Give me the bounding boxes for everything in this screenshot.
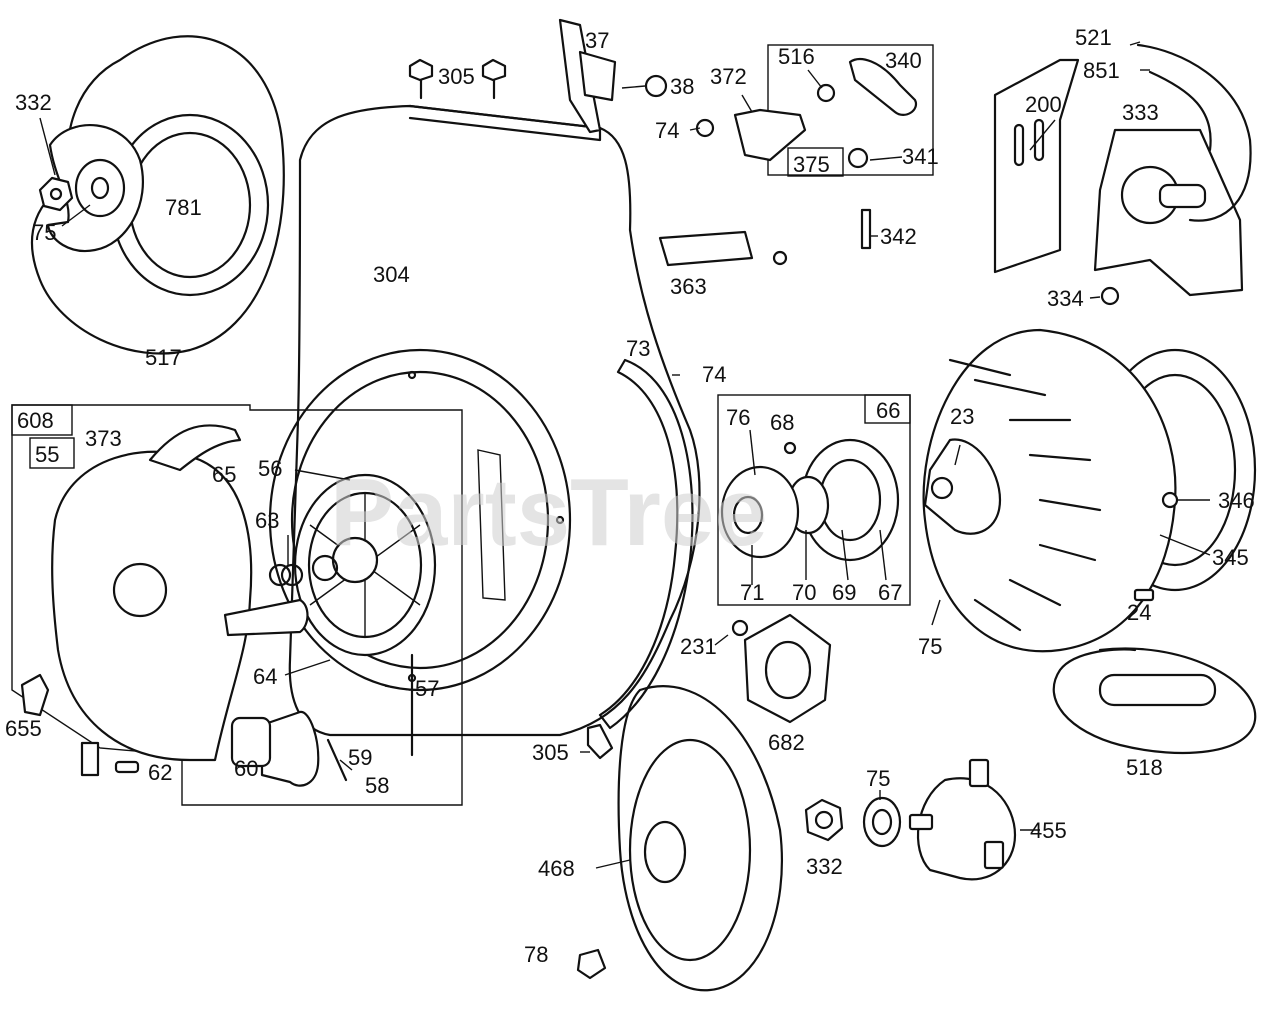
- part-label: 65: [212, 462, 236, 487]
- grass-screen: [617, 685, 784, 992]
- screen-guard-rim: [598, 358, 694, 730]
- part-label: 305: [438, 64, 475, 89]
- part-label: 455: [1030, 818, 1067, 843]
- part-label: 521: [1075, 25, 1112, 50]
- starter-handle: [260, 710, 320, 787]
- part-label: 682: [768, 730, 805, 755]
- part-label: 74: [655, 118, 679, 143]
- part-label: 517: [145, 345, 182, 370]
- governor-link: [733, 108, 807, 162]
- part-label: 608: [17, 408, 54, 433]
- part-label: 346: [1218, 488, 1255, 513]
- part-label: 38: [670, 74, 694, 99]
- watermark: PartsTree: [330, 459, 768, 566]
- part-label: 340: [885, 48, 922, 73]
- part-label: 468: [538, 856, 575, 881]
- part-label: 69: [832, 580, 856, 605]
- part-label: 342: [880, 224, 917, 249]
- part-label: 75: [866, 766, 890, 791]
- governor-blade: [558, 18, 602, 134]
- part-label: 341: [902, 144, 939, 169]
- part-label: 333: [1122, 100, 1159, 125]
- part-label: 518: [1126, 755, 1163, 780]
- part-label: 23: [950, 404, 974, 429]
- adapter-plate: [743, 613, 832, 724]
- part-label: 200: [1025, 92, 1062, 117]
- rewind-starter-assembly: [11, 404, 463, 806]
- leader-lines: [39, 41, 1211, 869]
- part-label: 231: [680, 634, 717, 659]
- part-label: 372: [710, 64, 747, 89]
- part-labels: 332 75 781 517 305 37 38 372 74 516 340 …: [5, 25, 1255, 967]
- lower-parts: [576, 647, 1257, 992]
- part-label: 24: [1127, 600, 1151, 625]
- part-label: 305: [532, 740, 569, 765]
- housing-opening-rim: [268, 348, 572, 692]
- screen-nut: [38, 176, 74, 212]
- spark-plug-wire: [1136, 43, 1252, 222]
- part-label: 60: [234, 756, 258, 781]
- flywheel-nut: [804, 798, 844, 842]
- part-label: 516: [778, 44, 815, 69]
- screw-78: [576, 948, 607, 980]
- part-label: 78: [524, 942, 548, 967]
- part-label: 57: [415, 676, 439, 701]
- part-label: 37: [585, 28, 609, 53]
- clutch-assembly: [717, 394, 911, 724]
- part-label: 345: [1212, 545, 1249, 570]
- part-label: 63: [255, 508, 279, 533]
- flywheel-assembly: [922, 328, 1257, 653]
- part-label: 70: [792, 580, 816, 605]
- armature-bracket: [993, 58, 1080, 274]
- flywheel-fan: [922, 328, 1177, 653]
- part-label: 66: [876, 398, 900, 423]
- armature-assembly: [993, 43, 1252, 306]
- clutch-callout-frame: [717, 394, 911, 606]
- flywheel-washer: [862, 796, 902, 848]
- starter-housing: [51, 450, 253, 762]
- part-label: 64: [253, 664, 277, 689]
- part-label: 332: [806, 854, 843, 879]
- bolts-305: [408, 58, 507, 100]
- starter-rope-guide: [223, 598, 309, 637]
- part-label: 56: [258, 456, 282, 481]
- part-label: 332: [15, 90, 52, 115]
- housing-top-surface: [408, 104, 602, 142]
- part-label: 75: [32, 220, 56, 245]
- rotating-screen-assembly: [30, 35, 285, 355]
- part-label: 74: [702, 362, 726, 387]
- governor-parts: [408, 18, 934, 267]
- part-label: 75: [918, 634, 942, 659]
- part-label: 781: [165, 195, 202, 220]
- part-label: 375: [793, 152, 830, 177]
- starter-callout-frame: [11, 404, 463, 806]
- part-label: 67: [878, 580, 902, 605]
- starter-bracket: [80, 741, 100, 777]
- part-label: 76: [726, 405, 750, 430]
- part-label: 851: [1083, 58, 1120, 83]
- part-label: 59: [348, 745, 372, 770]
- part-label: 304: [373, 262, 410, 287]
- part-label: 373: [85, 426, 122, 451]
- starter-pawl: [148, 424, 242, 472]
- housing-grille-patch: [477, 449, 506, 601]
- part-label: 363: [670, 274, 707, 299]
- flywheel-hub: [923, 438, 1002, 535]
- clutch-drive: [720, 465, 800, 559]
- part-label: 655: [5, 716, 42, 741]
- starter-rope: [1052, 647, 1257, 754]
- part-label: 62: [148, 760, 172, 785]
- starter-clip: [20, 673, 50, 717]
- terminal-block: [658, 230, 754, 267]
- part-label: 73: [626, 336, 650, 361]
- part-label: 68: [770, 410, 794, 435]
- part-label: 71: [740, 580, 764, 605]
- part-label: 334: [1047, 286, 1084, 311]
- part-label: 55: [35, 442, 59, 467]
- part-label: 58: [365, 773, 389, 798]
